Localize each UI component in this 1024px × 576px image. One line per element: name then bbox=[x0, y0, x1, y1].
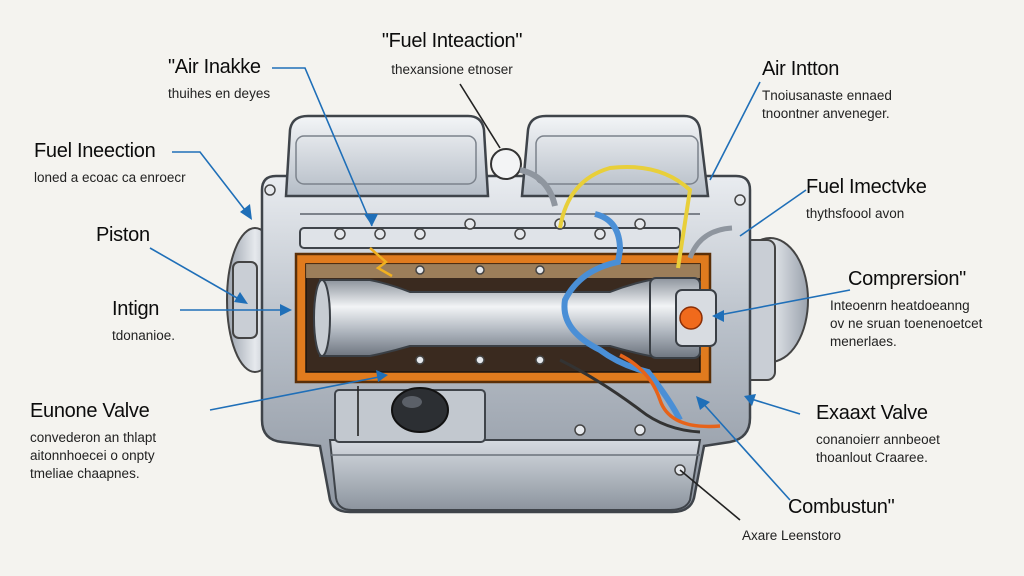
label-title: Piston bbox=[96, 224, 150, 246]
label-title: "Fuel Inteaction" bbox=[381, 30, 523, 52]
piston-rod bbox=[319, 279, 669, 357]
label-desc-2: tnoontner anveneger. bbox=[762, 106, 890, 121]
arrow-combustion bbox=[696, 396, 710, 410]
leader-air-intake bbox=[272, 67, 373, 227]
arrow-fuel-ineection bbox=[240, 204, 252, 220]
label-title: "Air Inakke bbox=[168, 56, 261, 78]
label-title: Eunone Valve bbox=[30, 400, 150, 422]
label-intign: Intign tdonanioe. bbox=[112, 298, 175, 345]
arrow-air-intake bbox=[364, 214, 378, 226]
arrow-exaxt-valve bbox=[744, 394, 756, 406]
label-desc-2: aitonnhoecei o onpty bbox=[30, 448, 155, 463]
chamber-highlight bbox=[306, 264, 700, 278]
label-desc: loned a ecoac ca enroecr bbox=[34, 170, 186, 185]
leader-top-fuel bbox=[459, 83, 501, 149]
leader-exaxt-valve bbox=[747, 397, 801, 415]
fuel-line-grey bbox=[687, 225, 733, 259]
label-title: Intign bbox=[112, 298, 160, 320]
label-air-intton: Air Intton Tnoiusanaste ennaed tnoontner… bbox=[762, 58, 892, 123]
label-eunone-valve: Eunone Valve convederon an thlapt aitonn… bbox=[30, 400, 156, 483]
label-compression: Comprersion" Inteoenrn heatdoeanng ov ne… bbox=[830, 268, 982, 351]
label-title: Air Intton bbox=[762, 58, 840, 80]
label-desc: tdonanioe. bbox=[112, 328, 176, 343]
label-exaxt-valve: Exaaxt Valve conanoierr annbeoet thoanlo… bbox=[816, 402, 940, 467]
fuel-line-yellow bbox=[558, 164, 693, 269]
label-title: Comprersion" bbox=[848, 268, 966, 290]
engine-block bbox=[226, 114, 809, 514]
label-desc-1: conanoierr annbeoet bbox=[816, 432, 940, 447]
oil-pan bbox=[328, 439, 702, 511]
label-title: Fuel Imectvke bbox=[806, 176, 927, 198]
leader-fuel-imectvke bbox=[739, 189, 807, 237]
label-desc-1: Tnoiusanaste ennaed bbox=[762, 88, 892, 103]
label-desc: Axare Leenstoro bbox=[742, 528, 842, 543]
label-combustion: Combustun" Axare Leenstoro bbox=[742, 496, 895, 545]
label-air-intake: "Air Inakke thuihes en deyes bbox=[168, 56, 270, 103]
label-desc-2: thoanlout Craaree. bbox=[816, 450, 928, 465]
label-title: Fuel Ineection bbox=[34, 140, 156, 162]
cylinder-head-rail bbox=[299, 227, 681, 249]
arrow-piston bbox=[234, 292, 248, 304]
leader-air-intton bbox=[709, 81, 761, 181]
label-piston: Piston bbox=[96, 224, 150, 247]
label-title: Exaaxt Valve bbox=[816, 402, 928, 424]
label-fuel-imectvke: Fuel Imectvke thythsfoool avon bbox=[806, 176, 927, 223]
ignition-wire-dark bbox=[559, 358, 701, 434]
cover-rim-left bbox=[295, 135, 477, 185]
inspection-port bbox=[391, 387, 449, 433]
label-desc-1: convederon an thlapt bbox=[30, 430, 157, 445]
label-desc: thuihes en deyes bbox=[168, 86, 271, 101]
label-fuel-ineection: Fuel Ineection loned a ecoac ca enroecr bbox=[34, 140, 186, 187]
label-desc: thythsfoool avon bbox=[806, 206, 905, 221]
label-desc-2: ov ne sruan toenenoetcet bbox=[830, 316, 983, 331]
spark-plug-glow bbox=[679, 306, 703, 330]
label-desc-3: tmeliae chaapnes. bbox=[30, 466, 140, 481]
label-top-fuel-injection: "Fuel Inteaction" thexansione etnoser bbox=[352, 30, 552, 79]
bolts bbox=[264, 184, 746, 476]
leader-combustion bbox=[699, 399, 791, 501]
leader-fuel-ineection bbox=[172, 151, 249, 215]
arrow-eunone-valve bbox=[376, 370, 388, 382]
leader-eunone-valve bbox=[209, 375, 385, 411]
leader-piston bbox=[149, 247, 245, 303]
gauge-pipe bbox=[519, 167, 558, 207]
rod-end-left bbox=[313, 279, 331, 357]
label-desc-3: menerlaes. bbox=[830, 334, 897, 349]
leader-compression bbox=[713, 289, 851, 317]
leader-combustion-2 bbox=[679, 469, 741, 521]
ignition-wire bbox=[619, 353, 721, 429]
label-title: Combustun" bbox=[788, 496, 895, 518]
arrow-compression bbox=[712, 310, 724, 322]
fuel-line-blue bbox=[561, 211, 683, 422]
pressure-gauge bbox=[490, 148, 522, 180]
label-desc-1: Inteoenrn heatdoeanng bbox=[830, 298, 970, 313]
arrow-intign bbox=[280, 304, 292, 316]
inspection-port-shine bbox=[402, 396, 422, 408]
cover-rim-right bbox=[535, 135, 699, 185]
yellow-spark-line bbox=[369, 247, 393, 278]
leader-lines bbox=[149, 67, 851, 521]
label-desc: thexansione etnoser bbox=[391, 62, 513, 77]
